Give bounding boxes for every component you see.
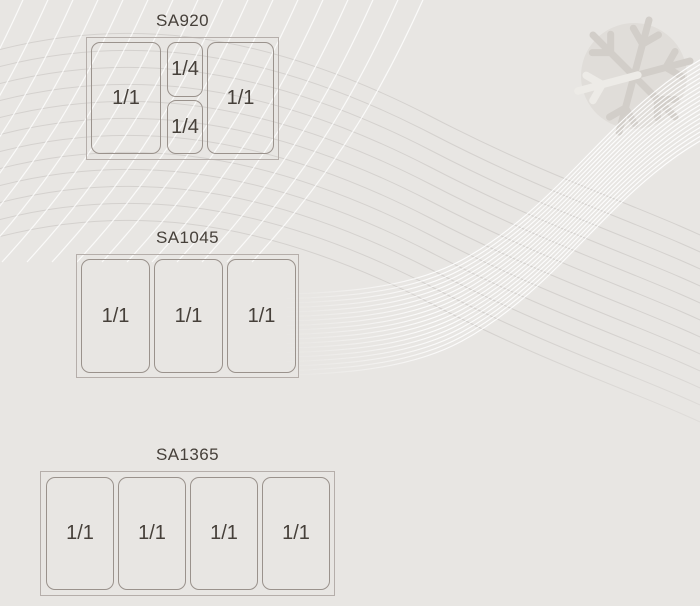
tray-outline: 1/1 1/1 1/1 1/1 (40, 471, 335, 596)
pan-cell: 1/4 (167, 42, 203, 97)
diagram-sa1045: SA1045 1/1 1/1 1/1 (76, 228, 299, 378)
diagram-sa1365: SA1365 1/1 1/1 1/1 1/1 (40, 445, 335, 596)
model-label: SA1365 (156, 445, 219, 464)
pan-cell: 1/1 (46, 477, 114, 590)
model-label: SA1045 (156, 228, 219, 247)
snowflake-icon (574, 16, 694, 136)
tray-outline: 1/1 1/4 1/4 1/1 (86, 37, 279, 160)
pan-cell: 1/1 (154, 259, 223, 373)
tray-outline: 1/1 1/1 1/1 (76, 254, 299, 378)
pan-cell: 1/1 (91, 42, 161, 154)
pan-cell: 1/4 (167, 100, 203, 154)
pan-cell: 1/1 (262, 477, 330, 590)
background-white-mesh-lines (0, 0, 424, 263)
background-fade (0, 330, 700, 606)
pan-cell: 1/1 (190, 477, 258, 590)
model-label: SA920 (155, 11, 210, 30)
pan-cell: 1/1 (207, 42, 274, 154)
pan-cell: 1/1 (118, 477, 186, 590)
pan-cell: 1/1 (227, 259, 296, 373)
pan-cell: 1/1 (81, 259, 150, 373)
diagram-sa920: SA920 1/1 1/4 1/4 1/1 (86, 11, 279, 160)
